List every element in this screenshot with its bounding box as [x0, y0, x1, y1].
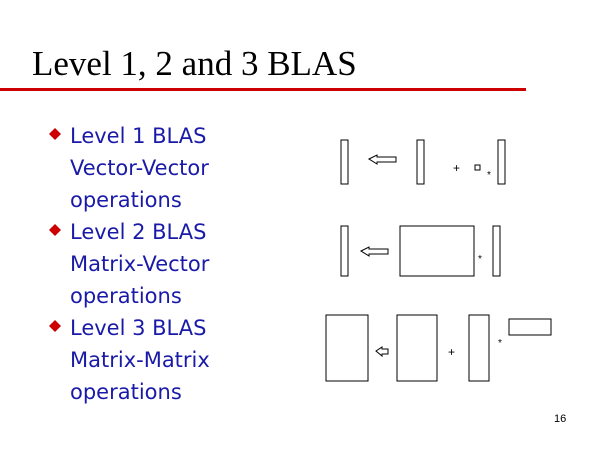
bullet-text: Level 1 BLAS: [70, 124, 207, 148]
matrix-a: [468, 314, 490, 382]
bullet-level1: Level 1 BLAS Vector-Vector operations: [46, 120, 296, 216]
left-arrow-icon: [375, 346, 389, 358]
result-matrix: [325, 314, 369, 382]
vector-y: [497, 139, 506, 185]
bullet-level3: Level 3 BLAS Matrix-Matrix operations: [46, 312, 296, 408]
level1-diagram: + *: [340, 139, 506, 185]
bullet-text: operations: [70, 188, 182, 212]
bullet-list: Level 1 BLAS Vector-Vector operations Le…: [46, 120, 296, 408]
bullet-text: operations: [70, 284, 182, 308]
diamond-bullet-icon: [49, 320, 61, 332]
matrix-c: [396, 314, 438, 382]
bullet-level2: Level 2 BLAS Matrix-Vector operations: [46, 216, 296, 312]
bullet-text: Matrix-Vector: [70, 252, 210, 276]
bullet-text: Vector-Vector: [70, 156, 209, 180]
left-arrow-icon: [359, 246, 389, 257]
vector-x: [416, 139, 425, 185]
level3-diagram: + *: [325, 314, 552, 382]
times-sign: *: [478, 254, 482, 265]
bullet-text: Level 2 BLAS: [70, 220, 207, 244]
level2-diagram: *: [340, 225, 501, 277]
page-number: 16: [554, 413, 567, 425]
scalar-box: [474, 164, 481, 171]
vector-x: [492, 225, 501, 277]
left-arrow-icon: [367, 154, 397, 165]
matrix-b: [508, 318, 552, 336]
diamond-bullet-icon: [49, 128, 61, 140]
result-vector: [340, 225, 349, 277]
diamond-bullet-icon: [49, 224, 61, 236]
result-vector: [340, 139, 349, 185]
matrix-a: [399, 225, 475, 277]
bullet-text: Matrix-Matrix: [70, 348, 210, 372]
times-sign: *: [498, 338, 502, 349]
times-sign: *: [487, 170, 491, 181]
title-underline: [0, 88, 526, 91]
bullet-text: operations: [70, 380, 182, 404]
plus-sign: +: [453, 161, 460, 175]
plus-sign: +: [448, 345, 455, 359]
bullet-text: Level 3 BLAS: [70, 316, 207, 340]
slide-title: Level 1, 2 and 3 BLAS: [32, 44, 357, 83]
